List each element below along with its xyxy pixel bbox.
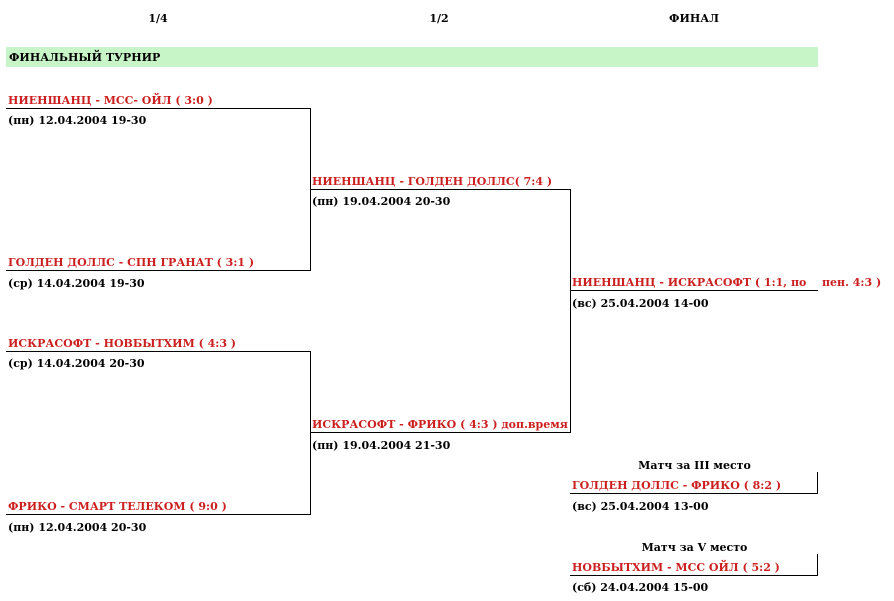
- bracket-line-fifth: [570, 575, 818, 576]
- tournament-title-band: ФИНАЛЬНЫЙ ТУРНИР: [6, 47, 818, 67]
- fifth-place-caption: Матч за V место: [641, 541, 748, 554]
- bracket-line-sf1: [310, 189, 571, 190]
- bracket-line-sf2: [310, 432, 571, 433]
- bracket-connector-sf: [570, 189, 571, 433]
- bracket-line-final: [570, 290, 818, 291]
- final-match: НИЕНШАНЦ - ИСКРАСОФТ ( 1:1, по: [572, 276, 807, 289]
- qf4-match: ФРИКО - СМАРТ ТЕЛЕКОМ ( 9:0 ): [8, 500, 227, 513]
- sf1-date: (пн) 19.04.2004 20-30: [312, 195, 451, 208]
- tournament-title: ФИНАЛЬНЫЙ ТУРНИР: [9, 51, 161, 64]
- bracket-line-qf2: [6, 270, 311, 271]
- bracket-line-qf4: [6, 514, 311, 515]
- fifth-place-date: (сб) 24.04.2004 15-00: [572, 581, 709, 594]
- third-place-date: (вс) 25.04.2004 13-00: [572, 500, 709, 513]
- round-header-final: ФИНАЛ: [669, 12, 719, 25]
- final-penalty: пен. 4:3 ): [822, 276, 882, 289]
- qf1-date: (пн) 12.04.2004 19-30: [8, 114, 147, 127]
- qf3-date: (ср) 14.04.2004 20-30: [8, 357, 145, 370]
- third-place-caption: Матч за III место: [638, 459, 751, 472]
- bracket-line-qf3: [6, 351, 311, 352]
- qf4-date: (пн) 12.04.2004 20-30: [8, 521, 147, 534]
- sf2-date: (пн) 19.04.2004 21-30: [312, 439, 451, 452]
- qf1-match: НИЕНШАНЦ - МСС- ОЙЛ ( 3:0 ): [8, 94, 213, 107]
- sf1-match: НИЕНШАНЦ - ГОЛДЕН ДОЛЛС( 7:4 ): [312, 175, 553, 188]
- third-place-match: ГОЛДЕН ДОЛЛС - ФРИКО ( 8:2 ): [572, 479, 782, 492]
- round-header-semifinal: 1/2: [429, 12, 449, 25]
- bracket-tick-third: [817, 472, 818, 494]
- bracket-tick-fifth: [817, 554, 818, 576]
- bracket-line-qf1: [6, 108, 311, 109]
- round-header-quarterfinal: 1/4: [148, 12, 168, 25]
- fifth-place-match: НОВБЫТХИМ - МСС ОЙЛ ( 5:2 ): [572, 561, 780, 574]
- sf2-match: ИСКРАСОФТ - ФРИКО ( 4:3 ) доп.время: [312, 418, 568, 431]
- qf3-match: ИСКРАСОФТ - НОВБЫТХИМ ( 4:3 ): [8, 337, 237, 350]
- bracket-connector-qf34: [310, 351, 311, 515]
- final-date: (вс) 25.04.2004 14-00: [572, 297, 709, 310]
- bracket-line-third: [570, 493, 818, 494]
- qf2-match: ГОЛДЕН ДОЛЛС - СПН ГРАНАТ ( 3:1 ): [8, 256, 255, 269]
- qf2-date: (ср) 14.04.2004 19-30: [8, 277, 145, 290]
